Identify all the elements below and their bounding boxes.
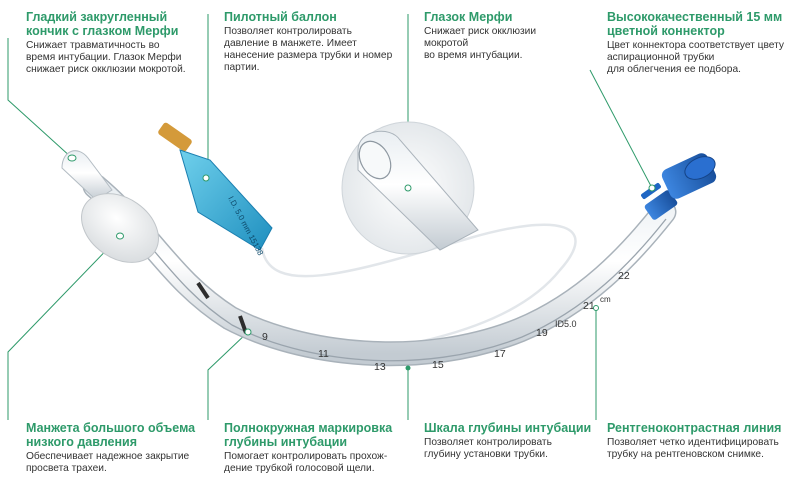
- annotation-murphy-eye: Глазок Мерфи Снижает риск окклюзии мокро…: [424, 10, 584, 62]
- depth-21: 21: [583, 300, 595, 312]
- tube-tip: [61, 150, 113, 201]
- depth-11: 11: [318, 348, 329, 360]
- annotation-depth-scale: Шкала глубины интубации Позволяет контро…: [424, 421, 604, 461]
- annotation-depth-marking: Полнокружная маркировка глубины интубаци…: [224, 421, 414, 475]
- tip-title: Гладкий закругленный кончик с глазком Ме…: [26, 10, 179, 38]
- depth-13: 13: [374, 361, 386, 373]
- size-label: ID5.0: [555, 319, 577, 329]
- depth-scale: 9 11 13 15 17 19 ID5.0 21 cm 22: [262, 270, 630, 373]
- pilot-body: Позволяет контролировать давление в манж…: [224, 26, 393, 73]
- pilot-balloon-icon: I.D. 5.0 mm 15138: [158, 122, 273, 258]
- tip-body: Снижает травматичность во время интубаци…: [26, 40, 186, 75]
- depth-19: 19: [536, 327, 548, 339]
- radiopaque-line: [97, 191, 667, 362]
- depth-17: 17: [494, 348, 506, 360]
- cuff-title: Манжета большого объема низкого давления: [26, 421, 196, 449]
- depth-rings: [196, 281, 248, 334]
- radiopaque-title: Рентгеноконтрастная линия: [607, 421, 782, 435]
- annotation-cuff: Манжета большого объема низкого давления…: [26, 421, 216, 475]
- cuff-body: Обеспечивает надежное закрытие просвета …: [26, 451, 190, 474]
- cuff-icon: [81, 193, 159, 263]
- murphy-eye-icon: [341, 121, 479, 255]
- depth-9: 9: [262, 331, 268, 343]
- depth-22: 22: [618, 270, 630, 282]
- annotation-radiopaque: Рентгеноконтрастная линия Позволяет четк…: [607, 421, 797, 461]
- inflation-line: [260, 223, 577, 354]
- connector-title: Высококачественный 15 мм цветной коннект…: [607, 10, 783, 38]
- tube-body: [82, 173, 677, 367]
- annotation-connector: Высококачественный 15 мм цветной коннект…: [607, 10, 797, 76]
- marking-body: Помогает контролировать прохож- дение тр…: [224, 451, 388, 474]
- leader-lines: [7, 14, 653, 420]
- pilot-title: Пилотный баллон: [224, 10, 337, 24]
- annotation-pilot-balloon: Пилотный баллон Позволяет контролировать…: [224, 10, 394, 74]
- scale-title: Шкала глубины интубации: [424, 421, 592, 435]
- scale-body: Позволяет контролировать глубину установ…: [424, 437, 552, 460]
- radiopaque-body: Позволяет четко идентифицировать трубку …: [607, 437, 779, 460]
- connector-body: Цвет коннектора соответствует цвету аспи…: [607, 40, 785, 75]
- murphy-body: Снижает риск окклюзии мокротой во время …: [424, 26, 537, 61]
- murphy-title: Глазок Мерфи: [424, 10, 513, 24]
- marking-title: Полнокружная маркировка глубины интубаци…: [224, 421, 393, 449]
- unit-label: cm: [600, 295, 611, 304]
- annotation-tip: Гладкий закругленный кончик с глазком Ме…: [26, 10, 216, 76]
- depth-15: 15: [432, 359, 444, 371]
